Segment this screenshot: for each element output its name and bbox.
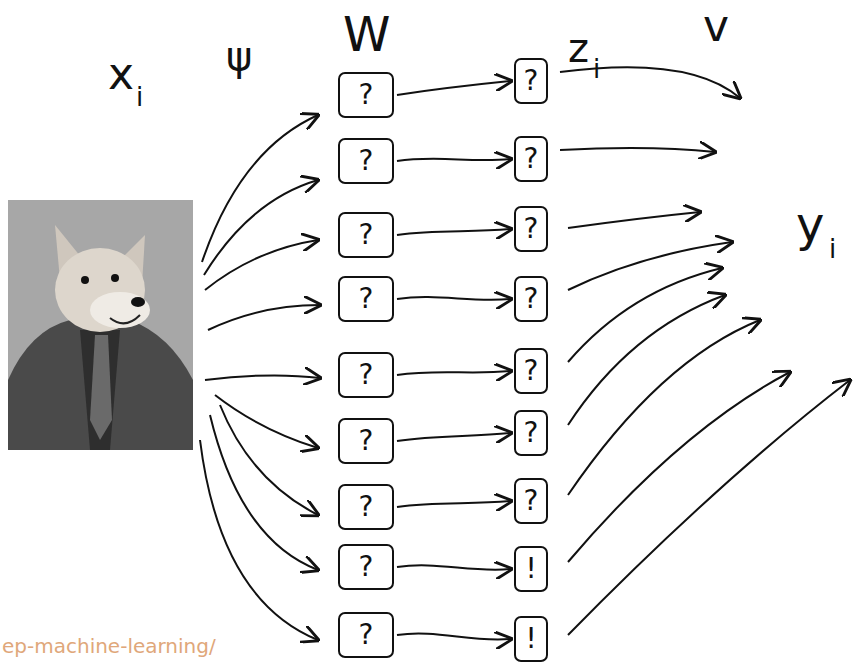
connector-arrow: [397, 565, 511, 570]
connector-arrow: [397, 433, 511, 441]
weight-box: ?: [338, 276, 394, 322]
node-text: ?: [359, 81, 374, 109]
node-text: ?: [524, 285, 539, 313]
hidden-unit-box: ?: [514, 276, 548, 322]
input-arrows: [200, 115, 320, 640]
hidden-unit-box: !: [514, 616, 548, 662]
hidden-unit-box: !: [514, 546, 548, 592]
subscript: i: [829, 236, 836, 262]
hidden-unit-box: ?: [514, 206, 548, 252]
output-arrows: [560, 67, 850, 635]
subscript: i: [593, 56, 600, 82]
node-text: ?: [359, 427, 374, 455]
node-text: ?: [524, 419, 539, 447]
connector-arrow: [397, 229, 511, 235]
hidden-symbol: z: [568, 28, 589, 68]
weight-box: ?: [338, 138, 394, 184]
node-text: ?: [359, 493, 374, 521]
feature-map-symbol: ψ: [226, 36, 252, 76]
connector-arrow: [397, 371, 511, 375]
weight-box: ?: [338, 544, 394, 590]
node-text: ?: [359, 285, 374, 313]
watermark: ep-machine-learning/: [2, 636, 216, 656]
hidden-unit-box: ?: [514, 478, 548, 524]
node-text: ?: [359, 361, 374, 389]
weight-box: ?: [338, 212, 394, 258]
weight-box: ?: [338, 352, 394, 398]
node-text: ?: [359, 221, 374, 249]
node-text: ?: [524, 215, 539, 243]
weight-box: ?: [338, 72, 394, 118]
hidden-unit-box: ?: [514, 136, 548, 182]
connector-arrow: [397, 297, 511, 300]
weight-symbol: W: [343, 10, 390, 58]
weight-symbol: v: [703, 4, 729, 48]
weight-box: ?: [338, 484, 394, 530]
node-text: ?: [524, 67, 539, 95]
node-text: !: [525, 625, 536, 653]
node-text: ?: [359, 621, 374, 649]
subscript: i: [136, 84, 143, 110]
connector-arrow: [397, 633, 511, 639]
hidden-unit-box: ?: [514, 348, 548, 394]
input-symbol: x: [108, 52, 134, 96]
node-text: ?: [359, 553, 374, 581]
dog-photo: [8, 200, 193, 450]
hidden-unit-box: ?: [514, 410, 548, 456]
node-text: !: [525, 555, 536, 583]
node-text: ?: [524, 487, 539, 515]
node-text: ?: [524, 145, 539, 173]
connector-arrow: [397, 501, 511, 507]
connector-arrow: [397, 81, 511, 95]
output-symbol: y: [796, 200, 824, 248]
node-text: ?: [524, 357, 539, 385]
connector-arrow: [397, 159, 511, 161]
node-text: ?: [359, 147, 374, 175]
weight-box: ?: [338, 418, 394, 464]
hidden-unit-box: ?: [514, 58, 548, 104]
weight-box: ?: [338, 612, 394, 658]
